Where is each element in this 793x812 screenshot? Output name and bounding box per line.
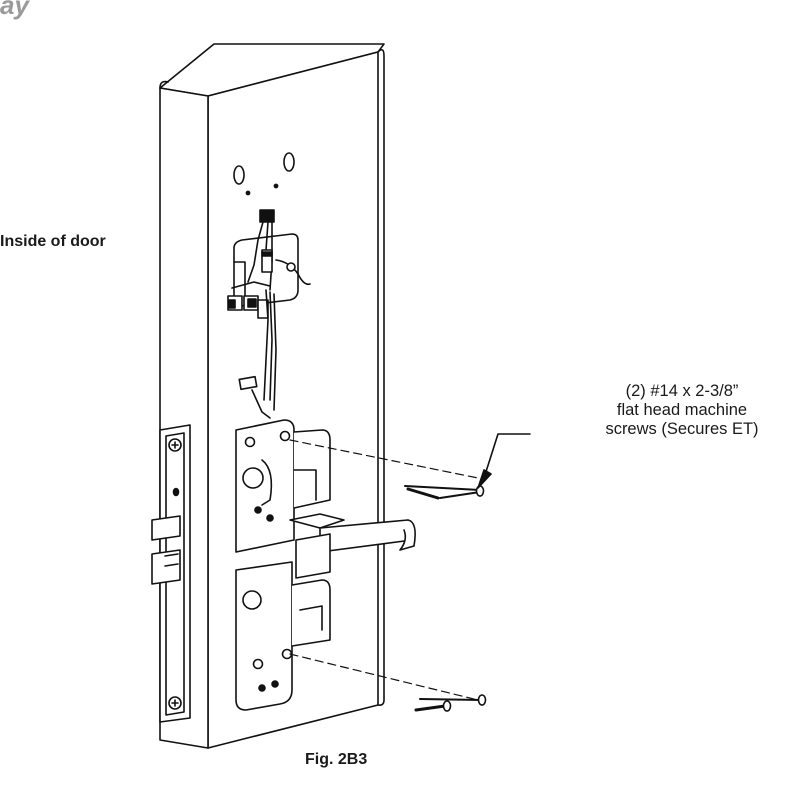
- push-lever: [289, 513, 416, 579]
- figure-caption: Fig. 2B3: [305, 751, 368, 768]
- alignment-lines: [289, 439, 479, 701]
- inside-of-door-label: Inside of door: [0, 233, 106, 250]
- screw-lower: [414, 694, 487, 712]
- screw-callout: (2) #14 x 2-3/8” flat head machine screw…: [568, 382, 793, 439]
- wire-hole-left: [233, 165, 245, 185]
- callout-line-1: (2) #14 x 2-3/8”: [625, 382, 739, 400]
- callout-line-2: flat head machine: [616, 401, 748, 419]
- callout-leader: [477, 433, 531, 489]
- wire-harness: [227, 209, 311, 419]
- wire-hole-right: [283, 152, 295, 172]
- exit-device-upper: [235, 419, 331, 553]
- mortise-faceplate: [151, 424, 191, 723]
- header-fragment: ay: [0, 0, 29, 20]
- screw-upper: [404, 485, 485, 500]
- callout-line-3: screws (Secures ET): [605, 420, 759, 438]
- exit-device-lower: [235, 561, 331, 711]
